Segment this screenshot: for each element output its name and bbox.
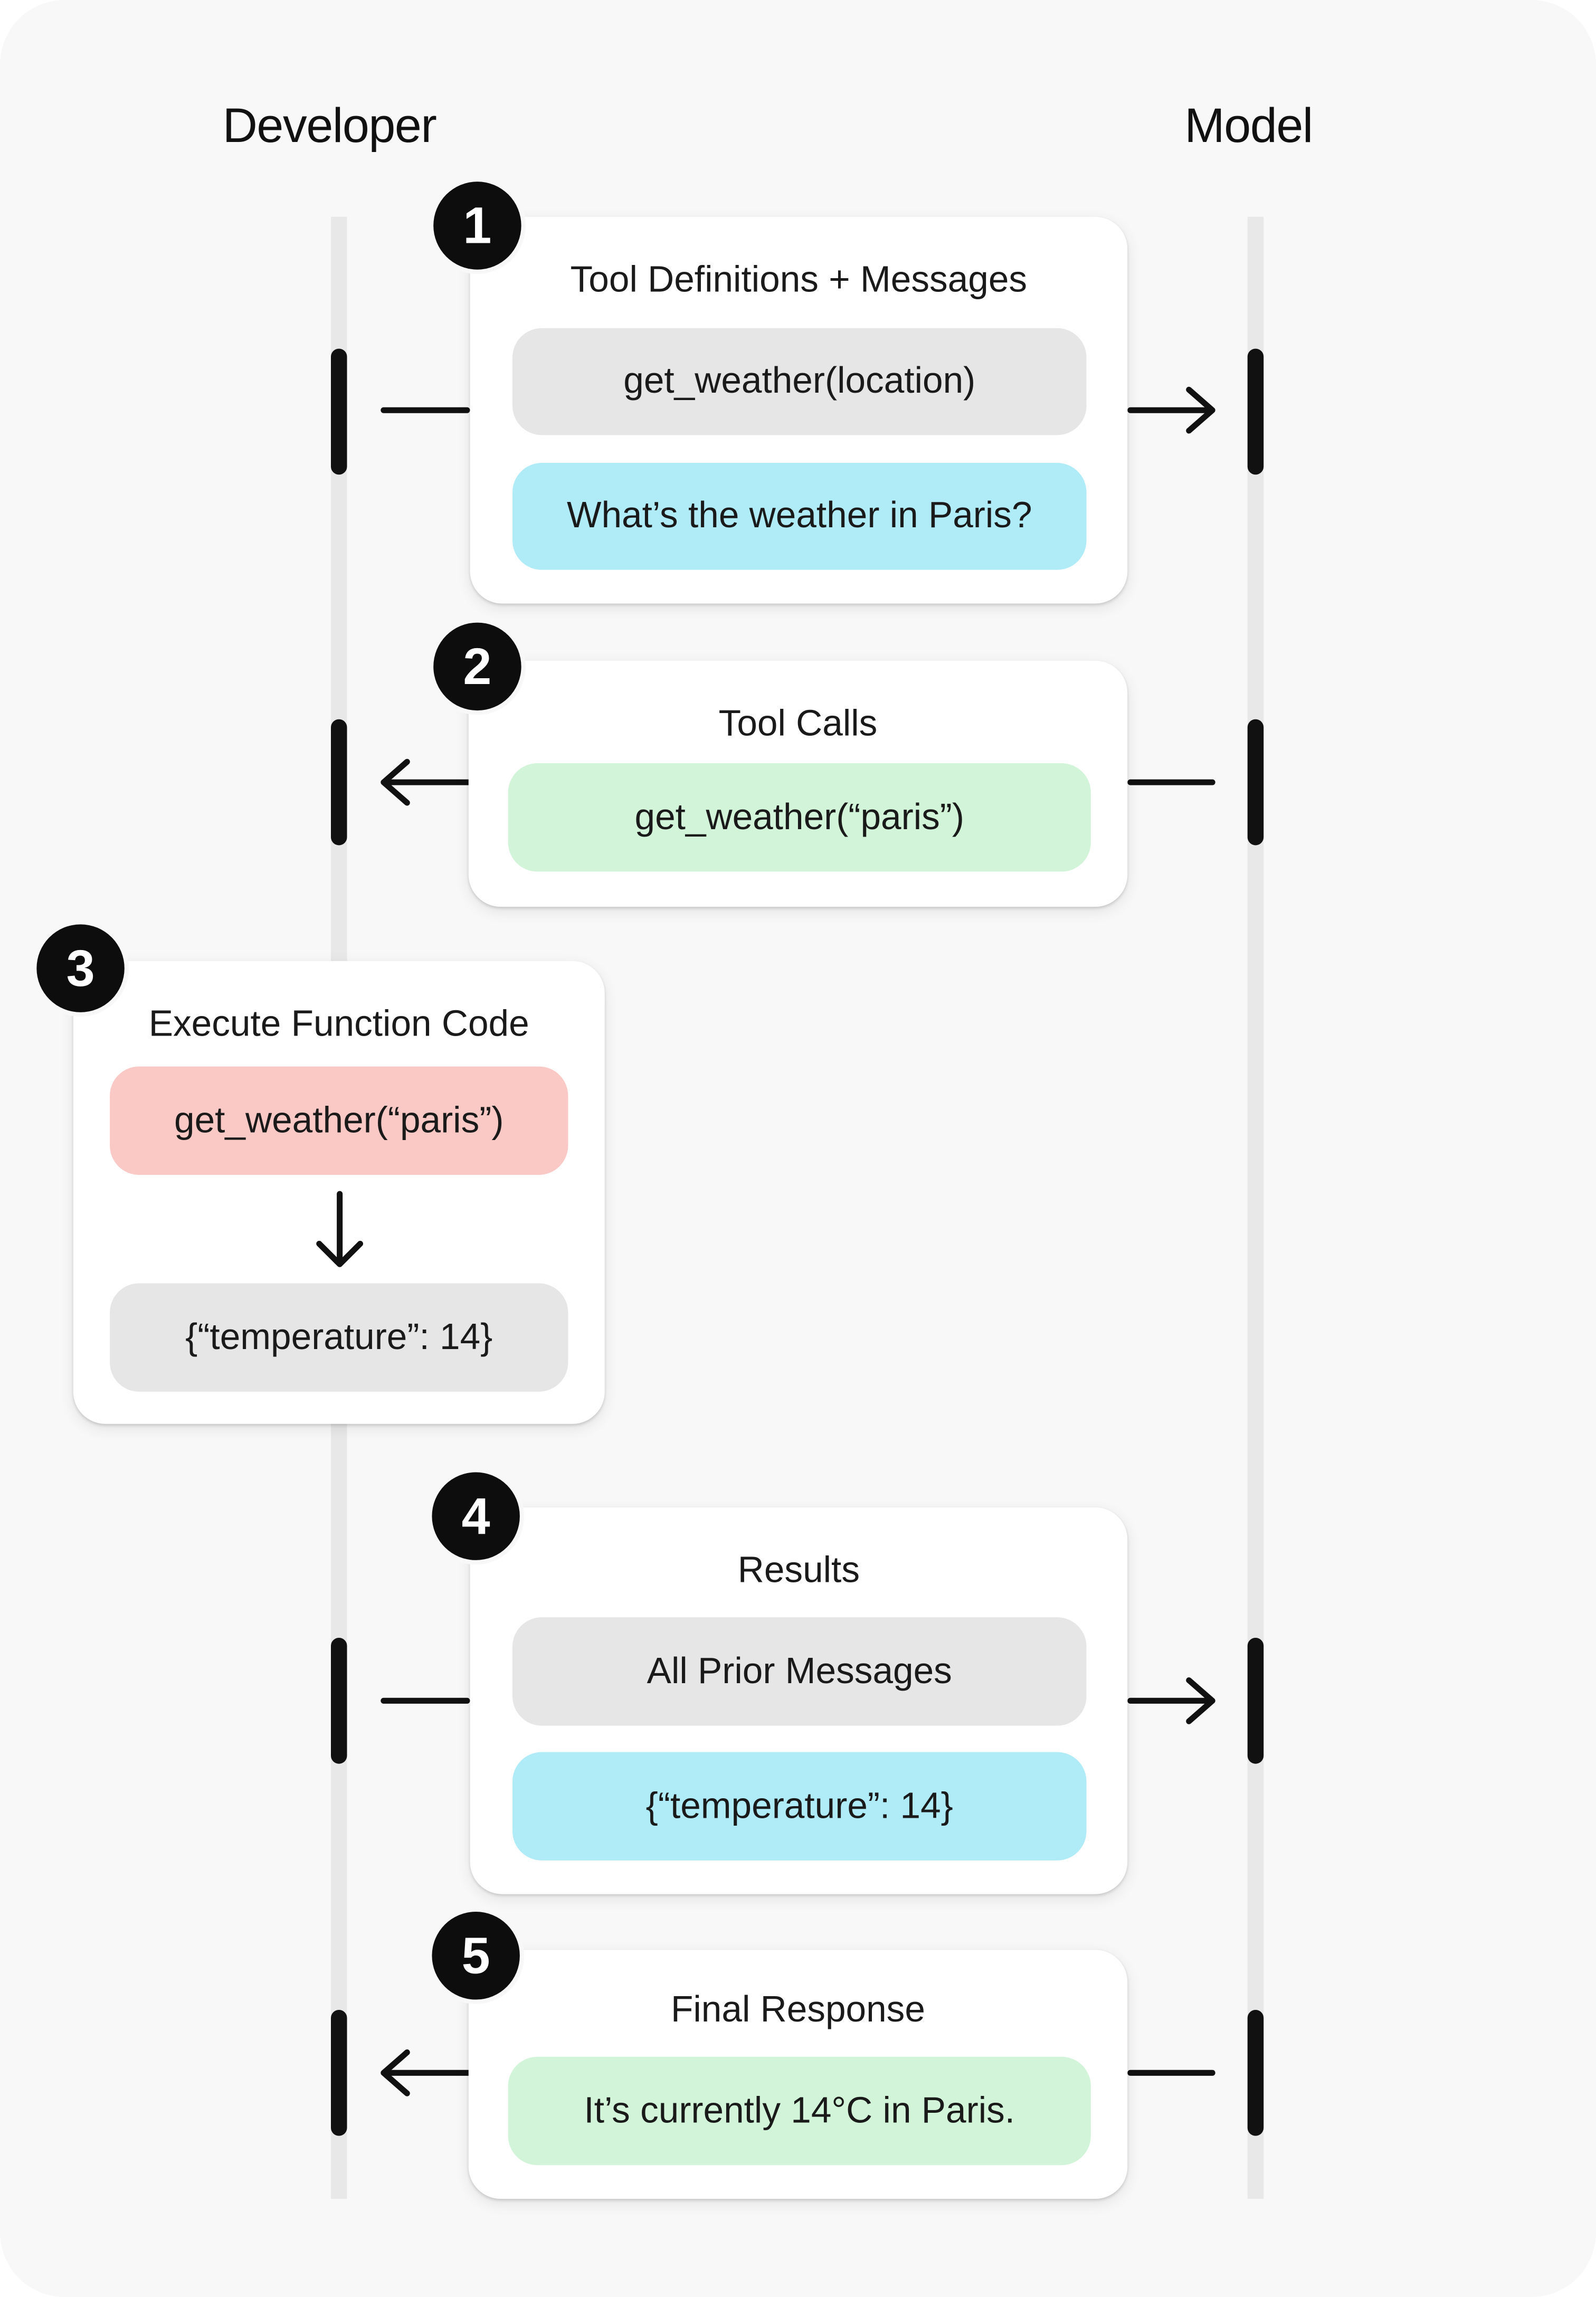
- step-card-1: Tool Definitions + Messages get_weather(…: [470, 216, 1128, 604]
- arrow-down-icon: [316, 1191, 364, 1267]
- step-title: Execute Function Code: [148, 1003, 529, 1045]
- step-number-badge: 1: [433, 182, 521, 270]
- step-title: Results: [737, 1550, 860, 1591]
- developer-activation-5: [330, 2009, 347, 2136]
- tool-call-pill: get_weather(“paris”): [508, 763, 1091, 872]
- model-activation-2: [1247, 719, 1264, 846]
- tool-definition-pill: get_weather(location): [512, 328, 1087, 435]
- prior-messages-pill: All Prior Messages: [512, 1617, 1087, 1726]
- model-activation-4: [1247, 1638, 1264, 1764]
- final-response-pill: It’s currently 14°C in Paris.: [508, 2056, 1091, 2166]
- step-number-badge: 5: [432, 1912, 520, 2000]
- result-message-pill: {“temperature”: 14}: [512, 1752, 1087, 1861]
- step-title: Final Response: [671, 1989, 925, 2030]
- connector-line-5: [1127, 2070, 1215, 2076]
- connector-line-1: [381, 407, 470, 413]
- model-lifeline: [1247, 216, 1264, 2199]
- function-call-pill: get_weather(“paris”): [110, 1066, 568, 1175]
- step-number-badge: 3: [36, 924, 125, 1012]
- model-activation-1: [1247, 348, 1264, 475]
- arrow-left-icon: [381, 758, 472, 806]
- step-card-2: Tool Calls get_weather(“paris”): [468, 660, 1128, 907]
- model-label: Model: [1184, 98, 1313, 153]
- arrow-right-icon: [1127, 1677, 1215, 1724]
- arrow-left-icon: [381, 2049, 472, 2096]
- function-result-pill: {“temperature”: 14}: [110, 1283, 568, 1392]
- step-card-5: Final Response It’s currently 14°C in Pa…: [468, 1950, 1128, 2199]
- step-card-4: Results All Prior Messages {“temperature…: [470, 1507, 1128, 1894]
- arrow-right-icon: [1127, 386, 1215, 434]
- model-activation-5: [1247, 2009, 1264, 2136]
- developer-activation-2: [330, 719, 347, 846]
- step-number-badge: 4: [432, 1472, 520, 1560]
- step-card-3: Execute Function Code get_weather(“paris…: [73, 961, 605, 1424]
- step-number-badge: 2: [433, 622, 521, 711]
- step-title: Tool Calls: [718, 703, 878, 744]
- connector-line-2: [1127, 779, 1215, 785]
- step-title: Tool Definitions + Messages: [570, 259, 1028, 300]
- developer-activation-4: [330, 1638, 347, 1764]
- user-message-pill: What’s the weather in Paris?: [512, 463, 1087, 570]
- connector-line-4: [381, 1697, 470, 1704]
- developer-label: Developer: [222, 98, 437, 153]
- developer-activation-1: [330, 348, 347, 475]
